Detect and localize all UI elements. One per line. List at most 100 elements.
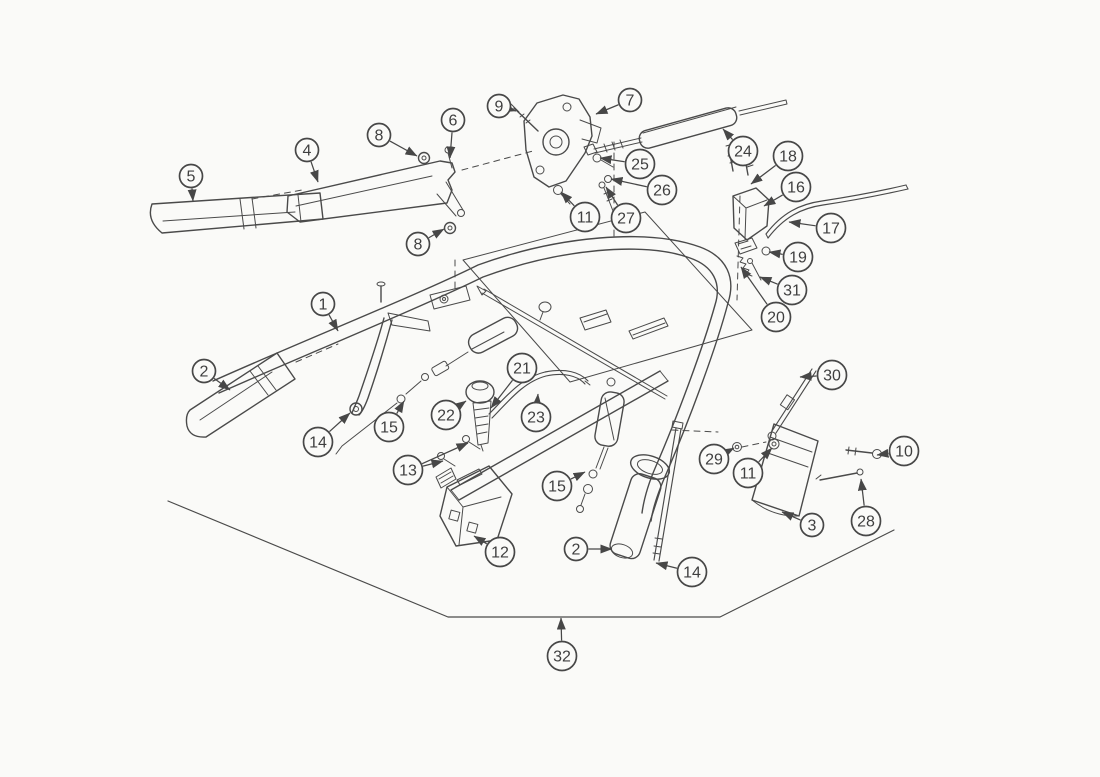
callout-circle (392, 454, 424, 486)
callout-leader (394, 400, 405, 414)
callout-leader (490, 379, 513, 409)
callout-leader (750, 164, 777, 185)
callout-12: 12 (473, 535, 516, 568)
callout-11: 11 (732, 447, 773, 489)
callout-number: 30 (823, 368, 841, 385)
callout-number: 31 (783, 283, 801, 300)
callout-leader (453, 400, 467, 412)
callout-number: 3 (808, 518, 817, 535)
callout-22: 22 (430, 399, 467, 431)
callout-27: 27 (605, 186, 642, 234)
callout-leader (857, 478, 867, 506)
callout-leader (503, 103, 517, 113)
callout-circle (850, 505, 882, 537)
callout-leader (721, 447, 735, 458)
callout-5: 5 (178, 163, 204, 202)
callout-number: 23 (527, 410, 545, 427)
callout-number: 2 (572, 542, 581, 559)
callout-number: 14 (309, 435, 327, 452)
callout-circle (310, 291, 336, 317)
callout-29: 29 (698, 443, 735, 475)
callout-20: 20 (740, 266, 792, 333)
callout-circle (486, 93, 512, 119)
callout-circle (563, 536, 589, 562)
callout-number: 14 (683, 565, 701, 582)
grip-bottom-assembly (609, 420, 719, 562)
knob-assembly (465, 380, 495, 452)
callout-31: 31 (759, 274, 808, 306)
callout-circle (430, 399, 462, 431)
callout-number: 26 (653, 183, 671, 200)
callout-circle (484, 536, 516, 568)
callout-leader (605, 186, 619, 206)
callout-circle (405, 231, 431, 257)
callout-circle (772, 140, 804, 172)
callout-number: 13 (399, 463, 417, 480)
callout-1: 1 (310, 291, 339, 332)
callout-leader (213, 377, 231, 391)
callout-14: 14 (302, 412, 351, 458)
callout-leader (599, 155, 625, 165)
callout-circle (617, 87, 643, 113)
callout-leader (328, 314, 339, 332)
callout-circle (732, 457, 764, 489)
callout-leader (389, 140, 418, 157)
callout-number: 8 (414, 237, 423, 254)
callout-number: 4 (303, 143, 312, 160)
callout-circle (727, 135, 759, 167)
callout-leader (876, 448, 890, 458)
callout-number: 25 (631, 157, 649, 174)
callout-circle (373, 411, 405, 443)
callout-17: 17 (788, 212, 847, 244)
callout-number: 24 (734, 144, 752, 161)
callout-leader (722, 128, 735, 141)
callout-leader (768, 249, 783, 259)
callout-leader (799, 371, 817, 381)
callout-24: 24 (722, 128, 759, 167)
callout-14: 14 (655, 556, 708, 588)
callout-leader (428, 228, 445, 239)
callout-6: 6 (440, 107, 466, 159)
callout-leader (532, 393, 542, 406)
support-plate-assembly (732, 368, 882, 517)
callout-circle (782, 241, 814, 273)
callout-circle (780, 171, 812, 203)
callout-leader (570, 471, 586, 482)
callout-10: 10 (876, 435, 920, 467)
callout-32: 32 (546, 617, 578, 672)
callout-leader (758, 447, 773, 463)
callout-number: 2 (200, 364, 209, 381)
grip-lower-left (185, 352, 296, 438)
lower-handlebar-tube (450, 370, 669, 501)
spring-damper-right (576, 377, 625, 513)
callout-26: 26 (610, 174, 678, 206)
callout-11: 11 (560, 191, 601, 233)
callout-circle (776, 274, 808, 306)
callout-leader (329, 412, 351, 433)
callout-30: 30 (799, 359, 848, 391)
callout-15: 15 (373, 400, 405, 443)
cross-rod (476, 285, 668, 400)
callout-circle (698, 443, 730, 475)
control-lever-left (349, 281, 431, 416)
callout-8: 8 (366, 122, 418, 157)
callout-number: 22 (437, 408, 455, 425)
callout-leader (473, 535, 488, 546)
callout-circle (610, 202, 642, 234)
callout-2: 2 (191, 358, 231, 391)
washer-top (417, 151, 431, 165)
throttle-rod (765, 184, 909, 239)
callout-circle (440, 107, 466, 133)
lever-arm (286, 160, 465, 223)
callout-19: 19 (768, 241, 814, 273)
callout-leader (556, 617, 566, 641)
line-art (149, 94, 909, 618)
callout-16: 16 (763, 171, 812, 207)
callout-circle (302, 426, 334, 458)
callout-circle (569, 201, 601, 233)
callout-3: 3 (781, 511, 825, 538)
callout-number: 5 (187, 169, 196, 186)
callout-number: 19 (789, 250, 807, 267)
callout-number: 9 (495, 99, 504, 116)
